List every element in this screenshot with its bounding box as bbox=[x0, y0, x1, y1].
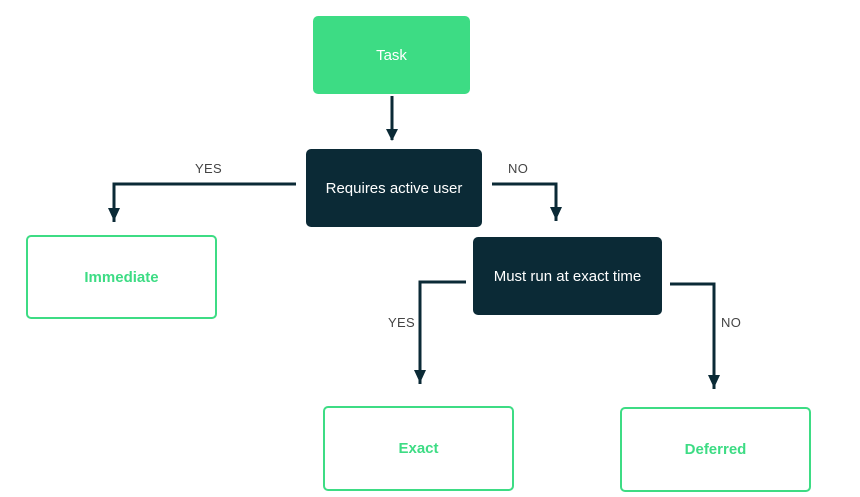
arrowhead-exact-time-no bbox=[708, 375, 720, 388]
node-immediate: Immediate bbox=[26, 235, 217, 319]
arrowhead-task-to-active-user bbox=[386, 129, 398, 141]
edge-label-active-user-yes: YES bbox=[195, 161, 222, 176]
arrowhead-active-user-no bbox=[550, 207, 562, 220]
node-requires-active-user: Requires active user bbox=[306, 149, 482, 227]
node-must-run-at-exact-time: Must run at exact time bbox=[473, 237, 662, 315]
node-deferred-label: Deferred bbox=[684, 441, 747, 458]
edge-label-active-user-no: NO bbox=[508, 161, 529, 176]
edge-label-exact-time-yes: YES bbox=[388, 315, 415, 330]
node-task-label: Task bbox=[376, 46, 407, 64]
node-requires-active-user-label: Requires active user bbox=[325, 179, 463, 197]
arrowhead-active-user-yes bbox=[108, 208, 120, 221]
arrowhead-exact-time-yes bbox=[414, 370, 426, 383]
connector-exact-time-no bbox=[670, 282, 716, 389]
node-immediate-label: Immediate bbox=[84, 268, 159, 286]
node-task: Task bbox=[313, 16, 470, 94]
node-exact: Exact bbox=[323, 406, 514, 491]
node-deferred: Deferred bbox=[620, 407, 811, 492]
node-must-run-at-exact-time-label: Must run at exact time bbox=[493, 267, 642, 285]
connector-exact-time-yes bbox=[418, 280, 466, 384]
node-exact-label: Exact bbox=[398, 440, 439, 457]
edge-label-exact-time-no: NO bbox=[721, 315, 742, 330]
connector-active-user-yes bbox=[112, 182, 296, 222]
connector-active-user-no bbox=[492, 182, 558, 221]
